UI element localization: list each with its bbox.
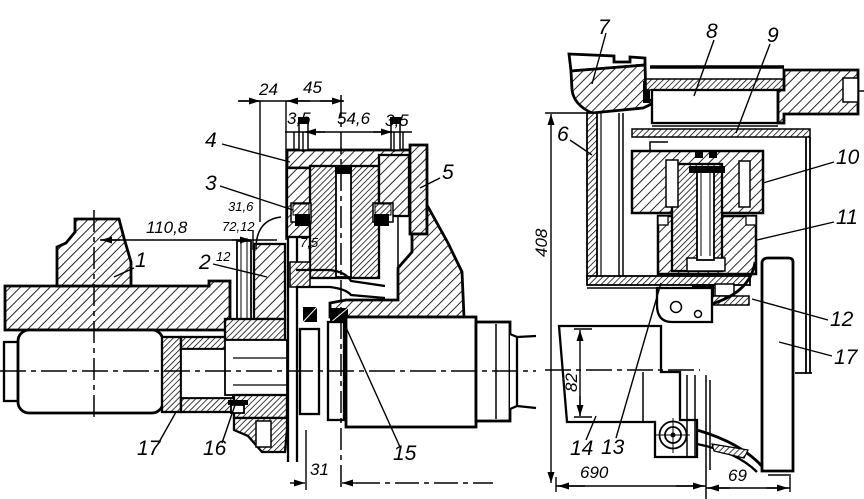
svg-text:408: 408 <box>532 228 551 257</box>
svg-text:24: 24 <box>258 80 278 99</box>
svg-text:4: 4 <box>205 129 217 152</box>
svg-text:9: 9 <box>767 24 779 47</box>
svg-text:6: 6 <box>557 123 569 146</box>
svg-text:1: 1 <box>135 249 147 272</box>
svg-text:10: 10 <box>836 146 860 169</box>
svg-text:14: 14 <box>570 437 593 460</box>
svg-text:16: 16 <box>203 437 227 460</box>
svg-text:7,5: 7,5 <box>300 235 319 250</box>
svg-text:82: 82 <box>562 373 581 392</box>
svg-text:7: 7 <box>598 16 611 39</box>
svg-text:54,6: 54,6 <box>337 109 371 128</box>
svg-text:69: 69 <box>728 466 747 485</box>
svg-text:2: 2 <box>198 251 211 274</box>
svg-text:15: 15 <box>393 442 417 465</box>
svg-text:690: 690 <box>580 463 609 482</box>
svg-text:3,5: 3,5 <box>287 109 311 128</box>
svg-text:110,8: 110,8 <box>146 218 188 237</box>
svg-text:17: 17 <box>834 346 859 369</box>
svg-text:12: 12 <box>216 249 231 264</box>
svg-text:11: 11 <box>836 206 858 229</box>
svg-text:45: 45 <box>303 78 322 97</box>
svg-text:3: 3 <box>205 172 217 195</box>
svg-text:13: 13 <box>601 436 625 459</box>
svg-text:72,12: 72,12 <box>222 219 255 234</box>
svg-text:5: 5 <box>442 161 454 184</box>
svg-text:12: 12 <box>830 308 854 331</box>
svg-text:31: 31 <box>310 460 329 479</box>
svg-text:31,6: 31,6 <box>228 199 254 214</box>
svg-text:17: 17 <box>137 437 162 460</box>
svg-text:8: 8 <box>706 20 718 43</box>
svg-text:3,5: 3,5 <box>385 111 409 130</box>
